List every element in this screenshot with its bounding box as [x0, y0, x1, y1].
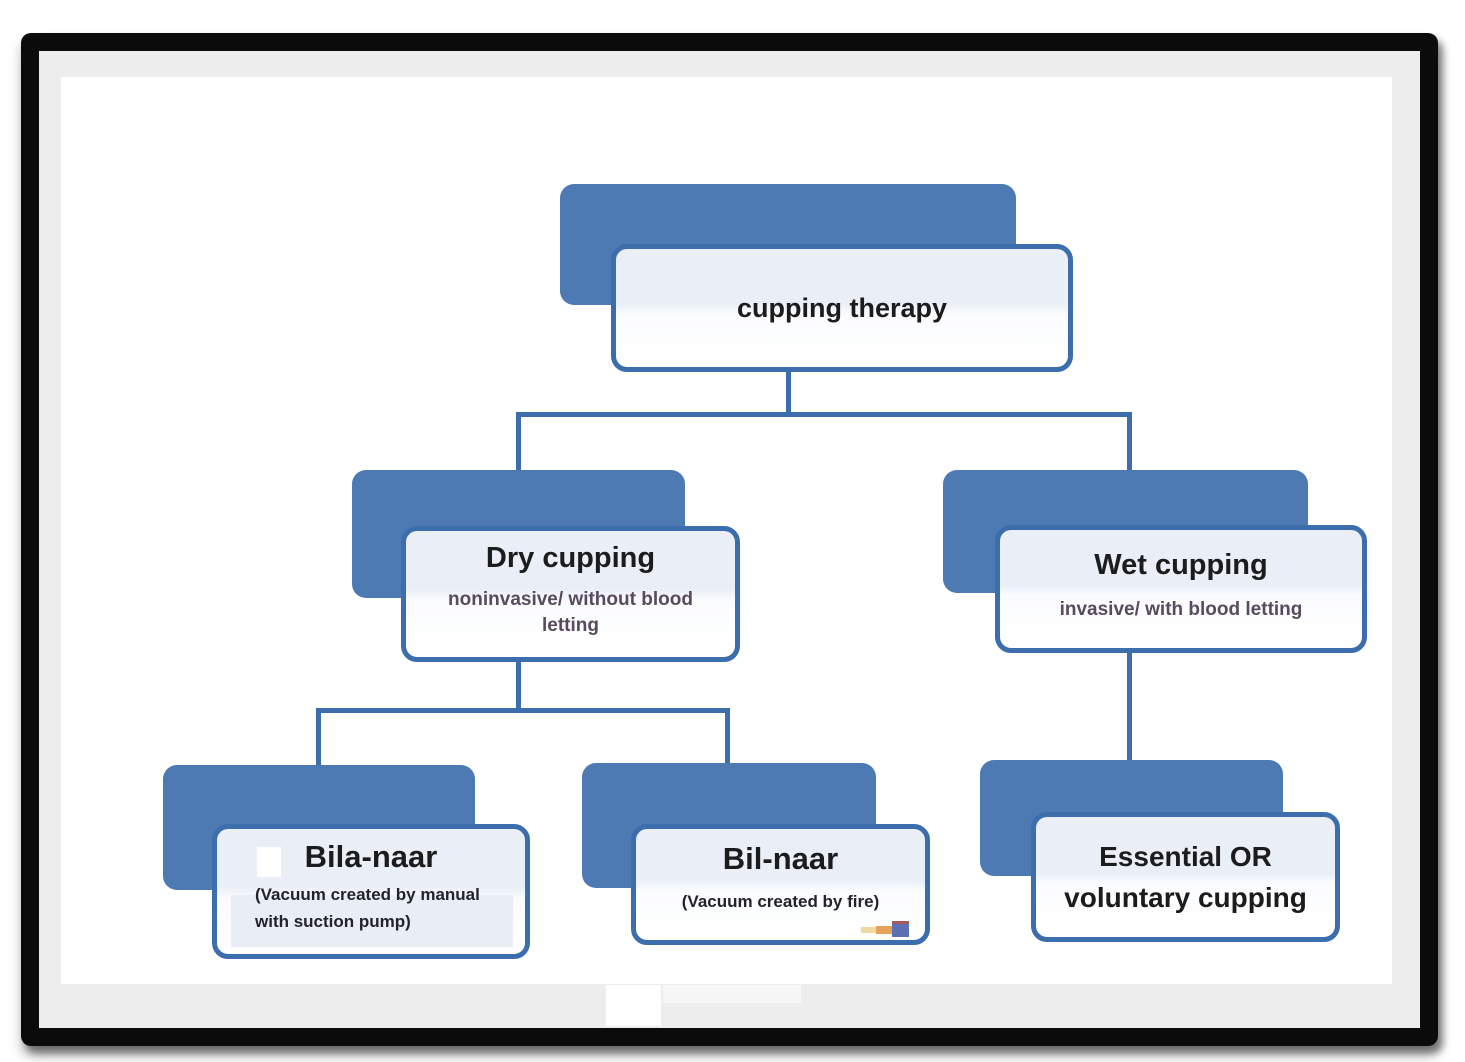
scan-artifact-bila-band [231, 895, 513, 947]
connector-wet-essential [1127, 650, 1132, 765]
connector-dry-drop [516, 412, 521, 472]
connector-bil-drop [725, 708, 730, 766]
node-root: cupping therapy [611, 244, 1073, 372]
node-wet-title: Wet cupping [1094, 549, 1268, 581]
scan-artifact-logo-yellow [861, 927, 877, 933]
connector-level1-horizontal [516, 412, 1132, 417]
node-bil-subtitle: (Vacuum created by fire) [681, 892, 880, 911]
scan-artifact-logo-orange [876, 926, 892, 934]
node-bila-subtitle: (Vacuum created by manual with suction p… [255, 885, 480, 931]
node-root-title: cupping therapy [736, 292, 947, 323]
node-wet-subtitle: invasive/ with blood letting [1059, 599, 1303, 620]
scan-artifact-bottom-white-2 [663, 985, 801, 1003]
scan-artifact-bottom-white-1 [606, 985, 661, 1026]
node-dry: Dry cupping noninvasive/ without blood l… [401, 526, 740, 662]
node-dry-title: Dry cupping [485, 542, 656, 574]
connector-level2-horizontal [316, 708, 730, 713]
scan-artifact-bila-square [257, 847, 281, 877]
node-bila: Bila-naar (Vacuum created by manual with… [212, 824, 530, 959]
node-bil: Bil-naar (Vacuum created by fire) [631, 824, 930, 945]
connector-dry-down [516, 658, 521, 713]
connector-bila-drop [316, 708, 321, 768]
node-essential-title: Essential OR voluntary cupping [1064, 841, 1307, 913]
node-dry-subtitle: noninvasive/ without blood letting [448, 589, 693, 636]
connector-root-down [786, 368, 791, 416]
node-wet: Wet cupping invasive/ with blood letting [995, 525, 1367, 653]
scan-artifact-logo-blue [892, 921, 909, 937]
node-bila-title: Bila-naar [304, 839, 438, 874]
node-bil-title: Bil-naar [722, 841, 839, 876]
node-essential: Essential OR voluntary cupping [1031, 812, 1340, 942]
connector-wet-drop [1127, 412, 1132, 472]
